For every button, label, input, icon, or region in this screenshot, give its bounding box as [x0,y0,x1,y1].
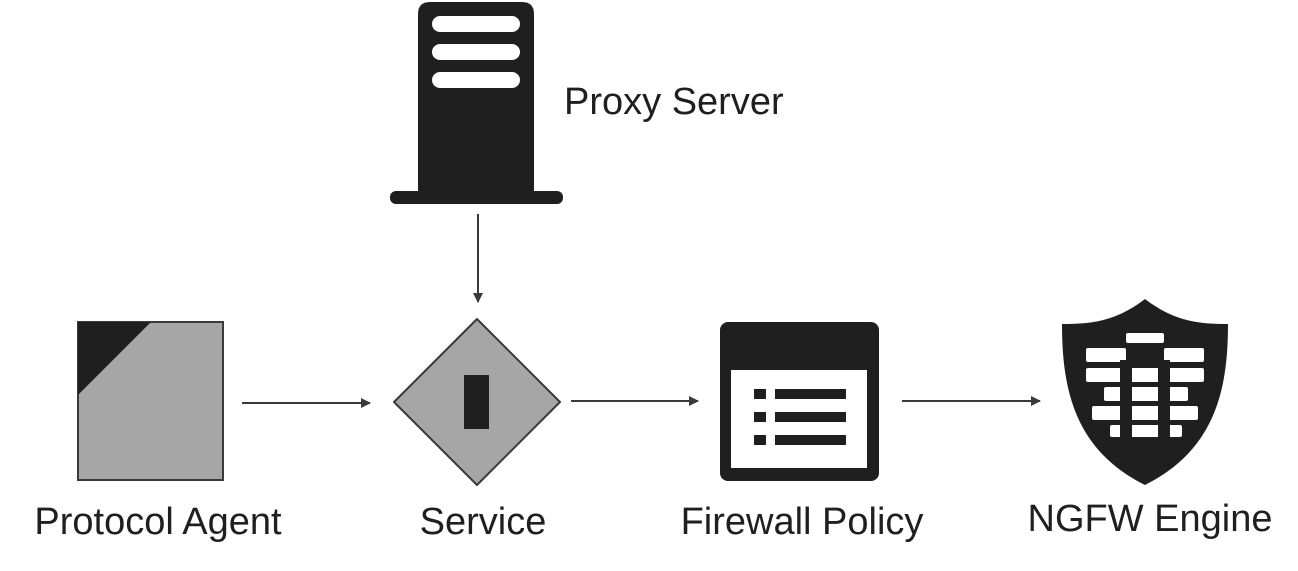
shield-firewall-icon [1062,299,1228,485]
ngfw-engine-label: NGFW Engine [1027,498,1273,540]
protocol-agent-icon [77,321,224,481]
policy-window-icon [720,322,879,481]
firewall-policy-label: Firewall Policy [680,501,924,543]
service-label: Service [419,501,547,543]
server-icon [390,2,563,204]
service-diamond-icon [393,318,561,486]
protocol-agent-label: Protocol Agent [34,501,282,543]
proxy-server-label: Proxy Server [564,81,784,123]
